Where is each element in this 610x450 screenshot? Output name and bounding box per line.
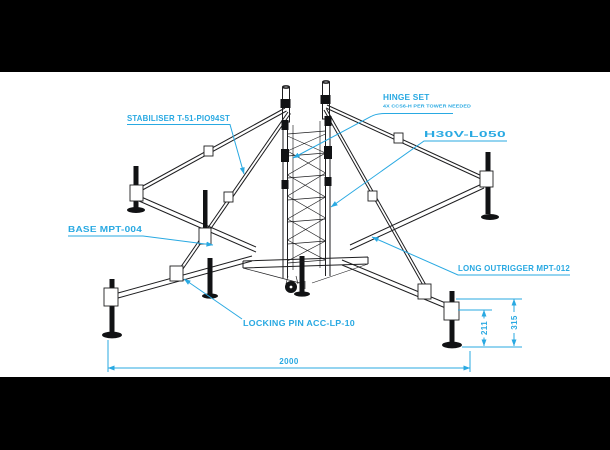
mid-hinge-collar [324,146,332,159]
stabiliser-collar [393,132,404,144]
leveling-jacks [102,152,499,349]
chord-collar [281,120,289,130]
stabiliser-label: STABILISER T-51-PIO94ST [127,113,230,123]
base-jack-tube [299,256,305,292]
locking-pin-label: LOCKING PIN ACC-LP-10 [243,318,355,328]
jack-sleeve [443,301,460,321]
base-jack-foot [202,293,218,299]
outrigger-label: LONG OUTRIGGER MPT-012 [458,263,570,273]
jack-foot [127,207,145,213]
dim-211-value: 211 [480,321,489,335]
base-front-edges [242,263,369,289]
mast-cap [282,85,290,89]
stabiliser-collar [223,191,234,203]
locking-pin-leader [183,278,243,320]
stabiliser-tubes [140,104,483,288]
dimension-annotations: 2000 211 315 [107,298,522,372]
stabiliser-collar [367,190,378,202]
hinge-plate [320,95,331,104]
jack-foot [442,341,462,349]
hinge-sublabel: 4X CCS6-H PER TOWER NEEDED [383,104,472,109]
paper-band [0,72,610,377]
base-rear-tube [203,190,208,228]
mast-cap [322,80,330,84]
locking-pin-sleeve-right [417,283,432,300]
base-beam [242,256,369,269]
hinge-plate [280,99,291,108]
outrigger-leader [371,236,570,276]
base-frame [198,190,369,299]
hinge-label: HINGE SET [383,92,430,102]
jack-sleeve [479,170,494,188]
chord-collar [324,177,332,186]
stabiliser-back-right [325,104,483,180]
stabiliser-front-left [177,111,291,273]
truss-label: H30V-L050 [424,129,506,139]
truss-rungs [287,130,326,264]
tower-drawing [102,80,499,349]
jack-sleeve [129,184,144,202]
chord-collar [324,116,332,126]
dim-315-value: 315 [510,315,519,330]
base-rear-sleeve [198,227,212,245]
hinge-leader [292,113,453,159]
mid-hinge-collar [281,149,289,162]
base-leader [68,235,214,247]
stabiliser-leader [127,124,245,175]
jack-foot [102,331,122,339]
base-jack-foot [294,291,310,297]
jack-foot [481,214,499,220]
caster-hub [289,285,293,289]
outriggers [102,152,499,349]
truss-back-chords [292,121,321,270]
truss-tower [280,80,332,278]
locking-pin-sleeve-left [169,265,184,282]
truss-leader [330,140,507,208]
base-label: BASE MPT-004 [68,224,142,234]
outrigger-back-left [138,195,257,253]
jack-sleeve [103,287,119,307]
chord-collar [281,180,289,189]
callouts: STABILISER T-51-PIO94ST HINGE SET 4X CCS… [68,92,570,328]
dim-2000-value: 2000 [279,357,299,366]
stabiliser-collar [203,145,214,157]
base-jack-tube [207,258,213,294]
